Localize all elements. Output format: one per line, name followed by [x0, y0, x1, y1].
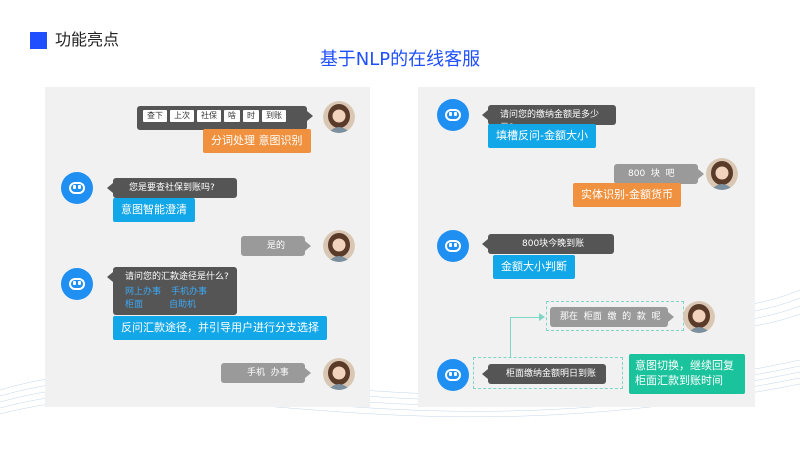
tag-entity-recognition: 实体识别-金额货币	[573, 183, 681, 207]
bot-bubble-reply-2: 800块今晚到账	[482, 234, 614, 254]
option-online[interactable]: 网上办事	[125, 287, 162, 297]
query-word: 上次	[170, 110, 194, 122]
query-word: 到账	[262, 110, 286, 122]
chat-bot-icon	[61, 172, 93, 204]
bot-question-text: 请问您的汇款途径是什么?	[125, 272, 229, 282]
tag-branch-guide: 反问汇款途径，并引导用户进行分支选择	[113, 316, 327, 340]
section-marker	[30, 32, 47, 49]
tag-intent-clarify: 意图智能澄清	[113, 198, 195, 222]
right-chat-panel: 请问您的缴纳金额是多少元? 填槽反问-金额大小 800 块 吧 实体识别-金额货…	[418, 87, 755, 407]
query-word: 查下	[143, 110, 167, 122]
tag-segmentation: 分词处理 意图识别	[203, 129, 311, 153]
chat-bot-icon	[437, 359, 469, 391]
query-word: 时	[243, 110, 259, 122]
option-kiosk[interactable]: 自助机	[169, 300, 197, 310]
option-mobile[interactable]: 手机办事	[171, 287, 208, 297]
tag-intent-switch: 意图切换，继续回复柜面汇款到账时间	[629, 354, 745, 394]
chat-bot-icon	[437, 230, 469, 262]
tag-amount-judge: 金额大小判断	[493, 255, 575, 279]
user-bubble-reply-1: 是的	[241, 236, 311, 256]
bot-bubble-question-1: 请问您的缴纳金额是多少元?	[482, 105, 616, 133]
user-bubble-query: 查下 上次 社保 啥 时 到账	[137, 106, 313, 130]
page-title: 基于NLP的在线客服	[319, 49, 481, 70]
user-avatar-icon	[323, 101, 355, 133]
user-bubble-reply-2: 那在 柜面 缴 的 款 呢	[550, 307, 674, 327]
user-avatar-icon	[683, 301, 715, 333]
bot-bubble-question-2: 请问您的汇款途径是什么? 网上办事 手机办事 柜面 自助机	[107, 267, 237, 315]
option-counter[interactable]: 柜面	[125, 300, 144, 310]
connector-arrow-icon	[539, 313, 545, 321]
user-avatar-icon	[323, 230, 355, 262]
user-avatar-icon	[323, 358, 355, 390]
query-word-list: 查下 上次 社保 啥 时 到账	[137, 106, 307, 126]
user-bubble-reply-1: 800 块 吧	[614, 164, 704, 184]
section-title: 功能亮点	[55, 30, 120, 49]
connector-line-vertical	[510, 317, 511, 357]
left-chat-panel: 查下 上次 社保 啥 时 到账 分词处理 意图识别 您是要查社保到账吗? 意图智…	[45, 87, 370, 407]
chat-bot-icon	[437, 99, 469, 131]
query-word: 社保	[197, 110, 221, 122]
bot-bubble-question-1: 您是要查社保到账吗?	[107, 178, 237, 198]
tag-slot-fill: 填槽反问-金额大小	[488, 124, 596, 148]
query-word: 啥	[224, 110, 240, 122]
bot-reply-highlight-frame	[473, 357, 623, 389]
connector-line-horizontal	[510, 317, 540, 318]
user-bubble-reply-2: 手机 办事	[221, 363, 311, 383]
user-avatar-icon	[706, 158, 738, 190]
chat-bot-icon	[61, 268, 93, 300]
bot-bubble-reply-3: 柜面缴纳金额明日到账	[482, 364, 606, 384]
